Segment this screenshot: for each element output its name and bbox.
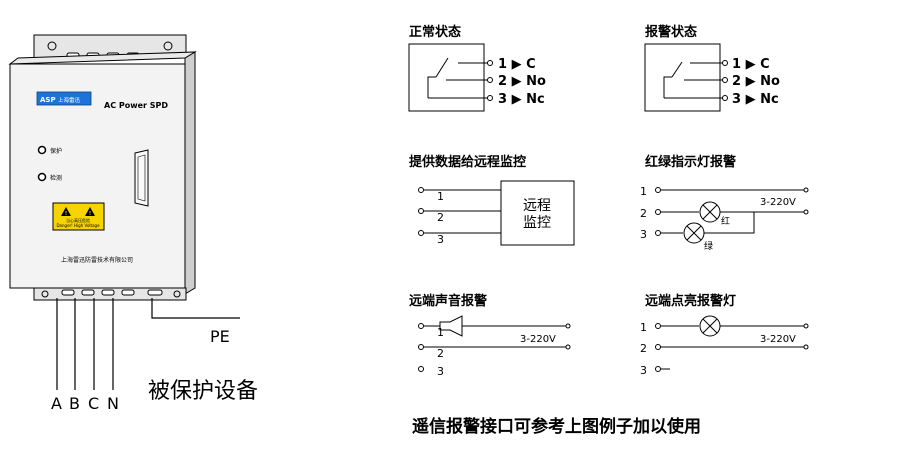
normal-out-3: 3 ▶ Nc [498,92,545,107]
sa-voltage: 3-220V [520,334,556,345]
brand-logo [36,91,92,106]
la-green-label: 绿 [704,240,713,252]
svg-text:!: ! [65,211,67,217]
lamp-alarm-diagram [655,187,809,244]
lt-pin-1: 1 [640,321,647,334]
sa-pin-2: 2 [437,347,444,360]
warning-triangle-icon [61,207,71,216]
alarm-out-1: 1 ▶ C [732,57,770,72]
normal-out-1: 1 ▶ C [498,57,536,72]
model-name: AC Power SPD [104,101,168,110]
sa-pin-1: 1 [437,326,444,339]
warning-cn: 当心高压危险 [66,217,90,223]
normal-out-2: 2 ▶ No [498,74,546,89]
lt-voltage: 3-220V [760,334,796,345]
device-body [9,63,186,289]
terminal-n: N [107,394,119,413]
protected-equipment-label: 被保护设备 [148,379,258,404]
remote-monitor-diagram [418,180,575,246]
remote-monitor-box [500,180,575,246]
remote-monitor-title: 提供数据给远程监控 [409,154,526,170]
logo-sub: 上海雷迅 [58,96,81,104]
la-pin-2: 2 [640,207,647,220]
spd-device: ASP 上海雷迅 AC Power SPD 保护 检测 ! ! 当心高压危险 D… [8,34,197,301]
led-detect-label: 检测 [50,174,62,182]
rm-pin-1: 1 [437,190,444,203]
logo-text: ASP [40,96,56,104]
rm-pin-3: 3 [437,233,444,246]
terminal-b: B [69,394,80,413]
lt-pin-2: 2 [640,342,647,355]
sound-alarm-diagram [418,315,571,372]
protect-led-icon [37,145,47,155]
la-voltage: 3-220V [760,197,796,208]
buzzer-icon [439,315,463,337]
light-alarm-diagram [655,315,809,372]
db-connector [134,149,149,207]
pe-wire [151,298,240,319]
la-red-label: 红 [721,215,730,227]
mount-hole [163,41,173,51]
terminal-c: C [88,394,99,413]
lt-pin-3: 3 [640,364,647,377]
terminal-a: A [51,394,62,413]
remote-box-line1: 远程 [523,198,551,214]
la-pin-1: 1 [640,185,647,198]
svg-text:!: ! [89,211,91,217]
alarm-state-title: 报警状态 [645,24,697,40]
warning-triangle-icon [85,207,95,216]
alarm-relay-diagram [644,43,728,112]
mount-hole [47,41,57,51]
normal-relay-diagram [408,43,493,112]
pe-label: PE [210,327,230,346]
alarm-out-3: 3 ▶ Nc [732,92,779,107]
la-pin-3: 3 [640,228,647,241]
sa-pin-3: 3 [437,365,444,378]
light-alarm-title: 远端点亮报警灯 [645,293,736,309]
led-protect-label: 保护 [50,147,62,155]
warning-label [52,202,105,231]
body-top-edge [8,51,197,65]
footer-note: 遥信报警接口可参考上图例子加以使用 [412,416,701,437]
sound-alarm-title: 远端声音报警 [409,293,487,309]
alarm-out-2: 2 ▶ No [732,74,780,89]
body-side [184,51,196,295]
phase-wires [56,298,240,390]
lamp-alarm-title: 红绿指示灯报警 [645,154,736,170]
company-name: 上海雷迅防雷技术有限公司 [61,256,133,264]
remote-box-line2: 监控 [523,215,551,231]
normal-state-title: 正常状态 [409,24,461,40]
warning-en: Danger! High Voltage [56,223,100,228]
detect-led-icon [37,172,47,182]
rm-pin-2: 2 [437,211,444,224]
